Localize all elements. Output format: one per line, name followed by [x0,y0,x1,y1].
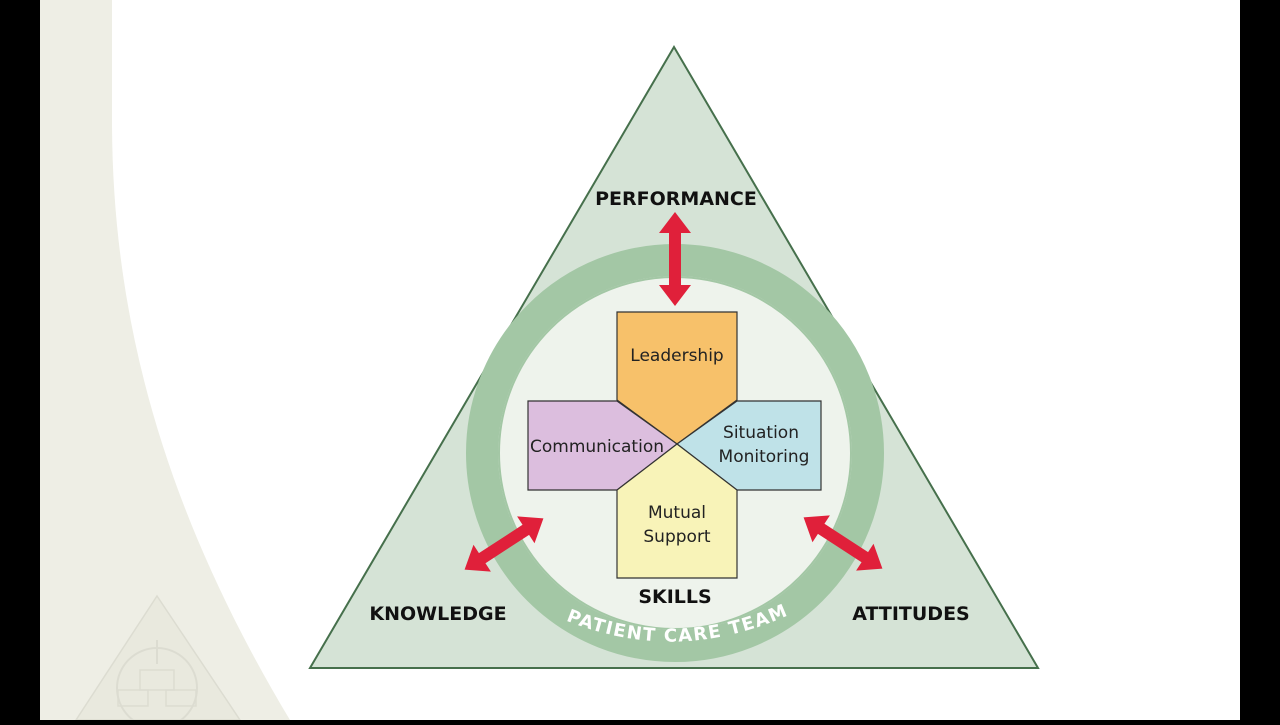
mutual-support-box [616,443,738,579]
situation-label-line1: Situation [723,423,799,443]
performance-label: PERFORMANCE [595,188,757,210]
double-headed-arrow-icon [803,515,883,571]
communication-label: Communication [530,437,664,457]
double-headed-arrow-icon [659,212,691,306]
skills-label: SKILLS [638,586,711,608]
situation-monitoring-box [675,400,822,491]
slide-left-decoration [40,0,290,720]
mutual-label-line2: Support [643,527,711,547]
knowledge-label: KNOWLEDGE [369,603,506,625]
double-headed-arrow-icon [464,516,544,572]
mutual-label-line1: Mutual [648,503,706,523]
situation-label-line2: Monitoring [719,447,810,467]
attitudes-label: ATTITUDES [852,603,969,625]
leadership-label: Leadership [630,346,723,366]
